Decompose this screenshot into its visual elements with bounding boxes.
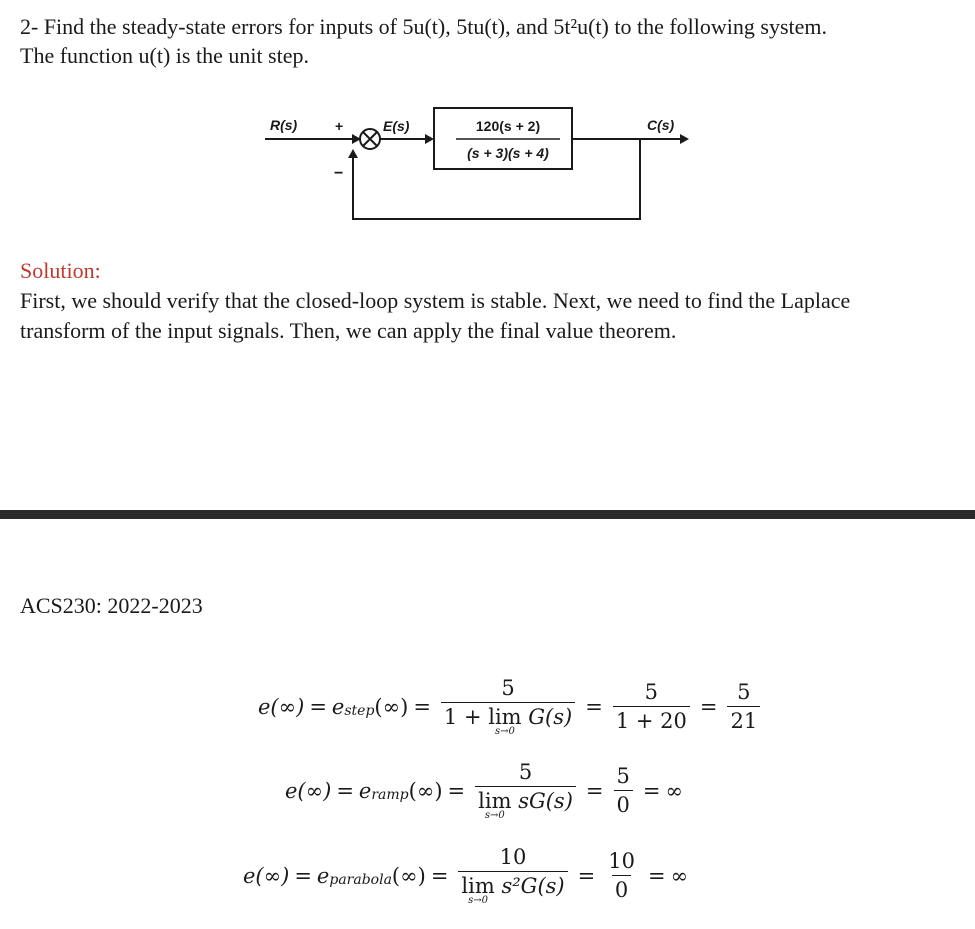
problem-statement: 2- Find the steady-state errors for inpu… xyxy=(20,12,965,70)
feedback-arrowhead xyxy=(348,149,358,158)
eq3-fraction-2: 10 0 xyxy=(608,849,635,902)
tf-numerator: 120(s + 2) xyxy=(476,118,540,134)
problem-line-2: The function u(t) is the unit step. xyxy=(20,43,309,68)
page-divider xyxy=(0,510,975,519)
feedback-path xyxy=(352,139,641,220)
tf-denominator: (s + 3)(s + 4) xyxy=(467,145,549,161)
plus-sign: + xyxy=(335,118,343,134)
eq2-infinity: ∞ xyxy=(665,778,684,803)
problem-line-1: 2- Find the steady-state errors for inpu… xyxy=(20,14,827,39)
solution-heading: Solution: xyxy=(20,258,101,283)
solution-line-1: First, we should verify that the closed-… xyxy=(20,288,851,313)
eq1-fraction-3: 5 21 xyxy=(727,680,761,733)
block-diagram: R(s) + − E(s) 120(s + 2) (s + 3)(s + 4) … xyxy=(265,107,689,220)
input-arrowhead xyxy=(352,134,361,144)
eq1-lhs: e(∞) xyxy=(258,694,305,719)
eq3-infinity: ∞ xyxy=(670,863,689,888)
eq3-lhs: e(∞) xyxy=(243,863,290,888)
eq2-fraction-2: 5 0 xyxy=(613,764,633,817)
course-footer: ACS230: 2022-2023 xyxy=(20,593,203,618)
solution-text: First, we should verify that the closed-… xyxy=(20,286,965,346)
output-label: C(s) xyxy=(647,117,675,133)
output-arrowhead xyxy=(680,134,689,144)
solution-line-2: transform of the input signals. Then, we… xyxy=(20,318,677,343)
error-label: E(s) xyxy=(383,118,410,134)
error-arrowhead xyxy=(425,134,434,144)
minus-sign: − xyxy=(334,165,343,182)
input-label: R(s) xyxy=(270,117,298,133)
eq1-fraction-2: 5 1 + 20 xyxy=(612,680,690,733)
eq2-lhs: e(∞) xyxy=(285,778,332,803)
